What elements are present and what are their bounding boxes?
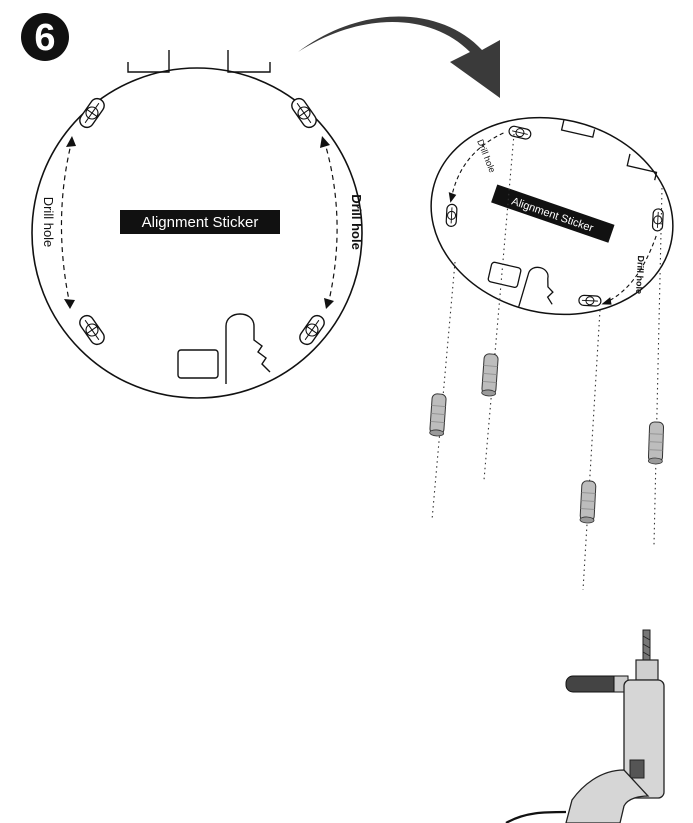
step-number: 6	[34, 17, 55, 59]
wall-anchor-icon	[481, 353, 499, 397]
drill-hole-marker	[578, 294, 602, 307]
alignment-sticker: Alignment Sticker	[120, 210, 280, 234]
drill-hole-label: Drill hole	[349, 194, 364, 250]
drill-guide-lines	[431, 133, 663, 591]
left-mounting-plate: Drill hole Drill hole Alignment Sticker	[31, 50, 364, 399]
drill-hole-label: Drill hole	[634, 255, 646, 294]
drill-hole-marker	[651, 208, 664, 232]
power-drill-icon	[505, 629, 665, 823]
step-badge: 6	[21, 13, 69, 61]
curved-arrow-icon	[298, 16, 500, 98]
drill-hole-marker	[291, 97, 317, 129]
drill-hole-label: Drill hole	[41, 197, 56, 248]
drill-hole-marker	[79, 314, 105, 346]
drill-hole-marker	[299, 314, 325, 346]
right-mounting-plate: Drill hole Drill hole Alignment Sticker	[430, 116, 674, 316]
drill-hole-marker	[508, 125, 532, 140]
wall-anchor-icon	[579, 480, 597, 524]
wall-anchor-icon	[429, 393, 447, 437]
alignment-sticker-label: Alignment Sticker	[142, 214, 259, 231]
wall-anchor-icon	[647, 421, 665, 465]
drill-hole-marker	[79, 97, 105, 129]
drill-hole-marker	[445, 203, 458, 227]
